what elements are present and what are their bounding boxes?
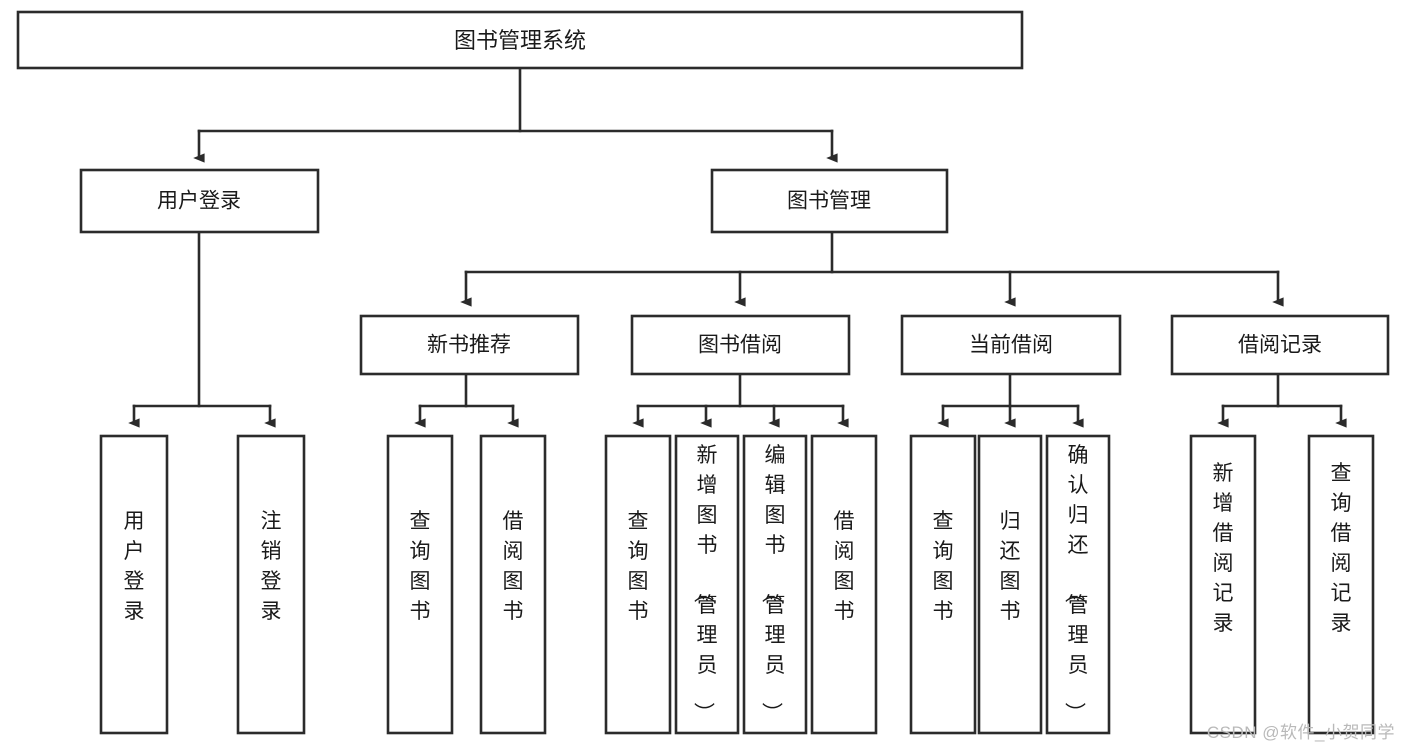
leaf-user-login-1-label: 用户登录	[124, 510, 145, 623]
leaf-book-borrow-4[interactable]: 借阅图书	[810, 434, 878, 735]
leaf-borrow-record-1-label: 新增借阅记录	[1213, 462, 1234, 635]
node-current-borrow[interactable]: 当前借阅	[900, 314, 1122, 376]
csdn-watermark: CSDN @软件_小贺同学	[1206, 723, 1395, 742]
leaf-book-borrow-2-label: 新增图书（管理员）	[692, 444, 718, 723]
node-borrow-record[interactable]: 借阅记录	[1170, 314, 1390, 376]
node-user-login-label: 用户登录	[157, 190, 241, 213]
leaf-user-login-2[interactable]: 注销登录	[236, 434, 306, 735]
leaf-book-borrow-3[interactable]: 编辑图书（管理员）	[742, 434, 808, 735]
leaf-new-book-1[interactable]: 查询图书	[386, 434, 454, 735]
node-book-borrow[interactable]: 图书借阅	[630, 314, 851, 376]
leaf-new-book-1-label: 查询图书	[410, 510, 431, 623]
node-user-login[interactable]: 用户登录	[79, 168, 320, 234]
leaf-book-borrow-1-label: 查询图书	[628, 510, 649, 623]
leaf-new-book-2-label: 借阅图书	[503, 510, 524, 623]
node-new-book-recommend-label: 新书推荐	[427, 334, 511, 357]
leaf-borrow-record-2-label: 查询借阅记录	[1331, 462, 1352, 635]
leaf-book-borrow-4-label: 借阅图书	[834, 510, 855, 623]
leaf-current-borrow-3[interactable]: 确认归还（管理员）	[1045, 434, 1111, 735]
leaf-user-login-2-label: 注销登录	[261, 510, 282, 623]
leaf-current-borrow-3-label: 确认归还（管理员）	[1063, 444, 1089, 723]
node-new-book-recommend[interactable]: 新书推荐	[359, 314, 580, 376]
leaf-book-borrow-3-label: 编辑图书（管理员）	[760, 444, 786, 723]
leaf-current-borrow-2[interactable]: 归还图书	[977, 434, 1043, 735]
leaf-user-login-1[interactable]: 用户登录	[99, 434, 169, 735]
node-root[interactable]: 图书管理系统	[16, 10, 1024, 70]
leaf-current-borrow-1-label: 查询图书	[933, 510, 954, 623]
leaf-borrow-record-2[interactable]: 查询借阅记录	[1307, 434, 1375, 735]
node-root-label: 图书管理系统	[454, 28, 586, 53]
node-book-manage-label: 图书管理	[787, 190, 871, 213]
node-book-manage[interactable]: 图书管理	[710, 168, 949, 234]
leaf-current-borrow-2-label: 归还图书	[1000, 510, 1021, 623]
leaf-book-borrow-1[interactable]: 查询图书	[604, 434, 672, 735]
leaf-new-book-2[interactable]: 借阅图书	[479, 434, 547, 735]
node-borrow-record-label: 借阅记录	[1238, 334, 1322, 357]
node-current-borrow-label: 当前借阅	[969, 334, 1053, 357]
leaf-current-borrow-1[interactable]: 查询图书	[909, 434, 977, 735]
leaf-borrow-record-1[interactable]: 新增借阅记录	[1189, 434, 1257, 735]
leaf-book-borrow-2[interactable]: 新增图书（管理员）	[674, 434, 740, 735]
node-book-borrow-label: 图书借阅	[698, 334, 782, 357]
